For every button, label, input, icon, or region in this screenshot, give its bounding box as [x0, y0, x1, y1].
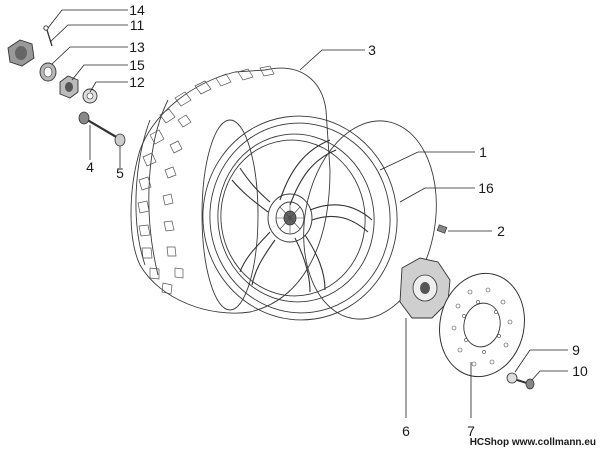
callout-3: 3	[368, 42, 376, 58]
axle-bolt	[78, 111, 119, 139]
callout-16: 16	[478, 180, 494, 196]
watermark: HCShop www.collmann.eu	[470, 437, 596, 448]
callout-13: 13	[129, 39, 145, 55]
hub	[267, 193, 313, 243]
callout-7: 7	[467, 423, 475, 439]
disc-washer	[506, 372, 518, 384]
leader-lines	[47, 9, 568, 418]
callout-10: 10	[572, 363, 588, 379]
callouts: 14 11 13 15 12 3 1 16 2 4 5 9 10 6 7	[86, 2, 588, 439]
valve	[436, 224, 448, 234]
cotter-pin	[43, 25, 53, 47]
rim	[201, 115, 448, 321]
callout-2: 2	[497, 223, 505, 239]
tire	[130, 65, 331, 314]
callout-5: 5	[116, 165, 124, 181]
axle-nut	[7, 39, 35, 67]
callout-1: 1	[479, 144, 487, 160]
callout-12: 12	[129, 74, 145, 90]
callout-6: 6	[402, 423, 410, 439]
callout-4: 4	[86, 159, 94, 175]
spacer	[114, 133, 126, 147]
washer	[82, 88, 98, 104]
callout-14: 14	[129, 2, 145, 18]
rim-tape	[303, 120, 437, 320]
rim-spokes	[231, 139, 373, 293]
disc-screw	[516, 378, 535, 390]
tire-tread	[137, 65, 275, 295]
callout-11: 11	[130, 17, 145, 33]
lock-ring	[39, 62, 57, 82]
callout-15: 15	[129, 57, 145, 73]
brake-adapter	[399, 257, 451, 319]
nut	[59, 75, 79, 99]
callout-9: 9	[572, 342, 580, 358]
